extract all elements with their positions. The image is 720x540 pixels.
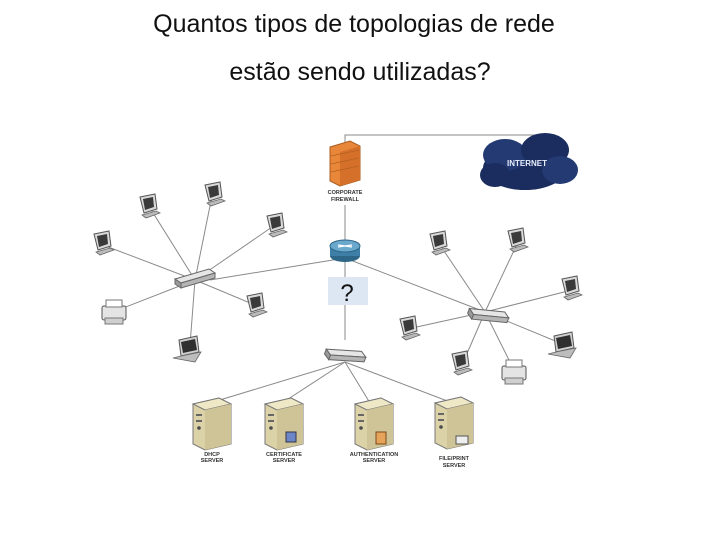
server-label-line-2: SERVER <box>201 458 224 464</box>
workstation-icon <box>423 225 455 259</box>
internet-label: INTERNET <box>507 159 547 168</box>
workstation-icon <box>260 207 292 241</box>
workstation-icon <box>87 225 119 259</box>
authentication-server-icon <box>354 397 394 451</box>
slide-title-line-2: estão sendo utilizadas? <box>229 58 491 86</box>
server-label-line-2: SERVER <box>273 458 296 464</box>
printer-icon <box>501 359 527 385</box>
workstation-icon <box>240 287 272 321</box>
slide-title-line-1: Quantos tipos de topologias de rede <box>153 10 555 38</box>
question-mark: ? <box>340 280 353 307</box>
server-label-line-2: SERVER <box>363 458 386 464</box>
server-label-line-1: FILE/PRINT <box>439 456 470 462</box>
firewall-label-line-2: FIREWALL <box>331 197 360 203</box>
workstation-icon <box>133 188 165 222</box>
server-label-line-1: DHCP <box>204 452 220 458</box>
server-label-line-2: SERVER <box>443 463 466 469</box>
dhcp-server-icon <box>192 397 232 451</box>
workstation-icon <box>445 345 477 379</box>
laptop-icon <box>172 335 202 363</box>
certificate-server-icon <box>264 397 304 451</box>
connection-lines <box>102 134 573 404</box>
workstation-icon <box>393 310 425 344</box>
workstation-icon <box>198 176 230 210</box>
server-label-line-1: AUTHENTICATION <box>350 452 399 458</box>
firewall-label-line-1: CORPORATE <box>328 190 363 196</box>
internet-cloud-icon: INTERNET <box>480 133 578 190</box>
firewall-icon <box>329 140 361 187</box>
workstation-icon <box>501 222 533 256</box>
workstation-icon <box>555 270 587 304</box>
printer-icon <box>101 299 127 325</box>
router-icon <box>329 239 361 262</box>
laptop-icon <box>547 331 577 359</box>
server-label-line-1: CERTIFICATE <box>266 452 302 458</box>
question-box <box>328 277 368 305</box>
